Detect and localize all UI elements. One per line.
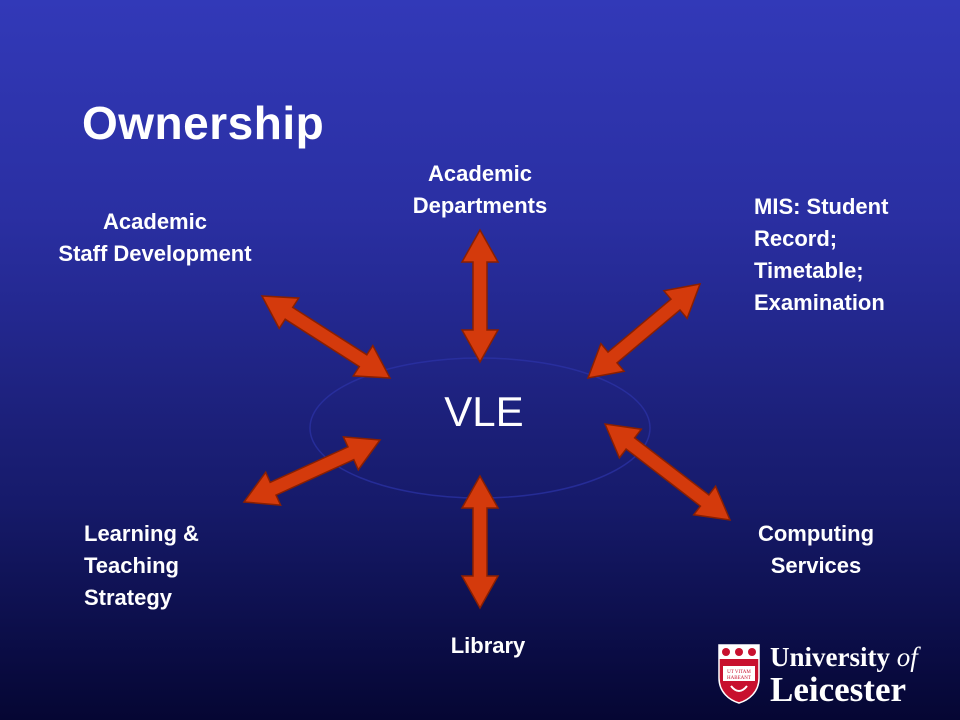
logo-of-word: of <box>896 642 918 672</box>
logo-leicester-text: Leicester <box>770 670 907 709</box>
node-learning-teaching: Learning & Teaching Strategy <box>84 518 284 614</box>
logo-university-word: University <box>770 642 897 672</box>
node-line: Examination <box>754 290 885 315</box>
arrow-academic-departments <box>460 228 500 364</box>
node-line: Strategy <box>84 585 173 610</box>
logo-university-text: University of <box>770 642 918 673</box>
node-staff-development: Academic Staff Development <box>20 206 290 270</box>
node-mis: MIS: Student Record; Timetable; Examinat… <box>754 191 954 319</box>
slide-title: Ownership <box>82 97 325 149</box>
arrow-library <box>460 474 500 610</box>
arrow-staff-development <box>260 295 392 379</box>
node-line: Academic <box>103 209 207 234</box>
node-line: Academic <box>428 161 532 186</box>
node-line: Computing <box>757 521 875 546</box>
crest-icon: UT VITAM HABEANT <box>718 644 760 704</box>
node-line: Library <box>450 633 526 658</box>
node-line: MIS: Student <box>754 194 889 219</box>
node-computing-services: Computing Services <box>716 518 916 582</box>
node-line: Teaching <box>84 553 179 578</box>
node-academic-departments: Academic Departments <box>380 158 580 222</box>
node-line: Record; <box>754 226 838 251</box>
arrow-mis <box>586 283 702 379</box>
node-line: Learning & <box>84 521 199 546</box>
arrow-computing-services <box>603 423 732 521</box>
motto-line: UT VITAM <box>727 670 751 675</box>
arrows-group <box>242 228 732 610</box>
node-line: Staff Development <box>58 241 252 266</box>
node-library: Library <box>388 630 588 662</box>
node-line: Timetable; <box>754 258 864 283</box>
node-line: Services <box>770 553 862 578</box>
node-line: Departments <box>412 193 548 218</box>
arrow-learning-teaching <box>242 436 382 506</box>
vle-label: VLE <box>444 388 524 435</box>
university-logo: UT VITAM HABEANT University of Leicester <box>718 642 948 709</box>
motto-line: HABEANT <box>727 676 751 681</box>
